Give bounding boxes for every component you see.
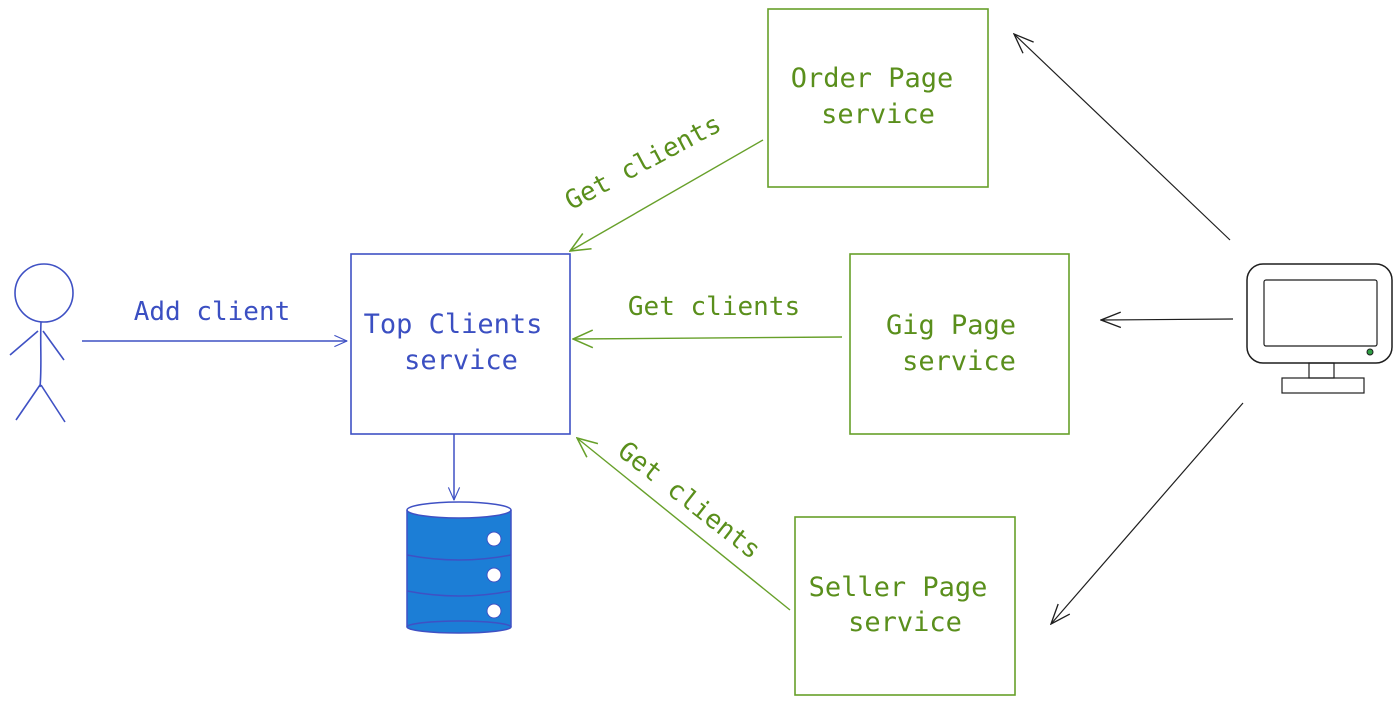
gig-get-clients-arrow bbox=[573, 337, 843, 339]
gig-page-service-line2: service bbox=[902, 346, 1016, 377]
seller-page-service-line1: Seller Page bbox=[809, 572, 988, 603]
computer-to-order-arrow bbox=[1014, 34, 1231, 241]
computer-to-gig-arrow bbox=[1101, 319, 1234, 320]
seller-page-service: Seller Page service bbox=[794, 516, 1016, 696]
order-get-clients-label: Get clients bbox=[560, 109, 726, 216]
order-get-clients-arrow bbox=[570, 139, 764, 251]
top-clients-service: Top Clients service bbox=[350, 253, 571, 435]
gig-page-service-line1: Gig Page bbox=[886, 310, 1016, 341]
top-clients-service-line1: Top Clients bbox=[364, 309, 543, 340]
seller-page-service-line2: service bbox=[848, 607, 962, 638]
order-page-service-line1: Order Page bbox=[791, 63, 954, 94]
order-page-service: Order Page service bbox=[767, 8, 989, 188]
desktop-computer-icon bbox=[1246, 263, 1393, 394]
top-clients-service-line2: service bbox=[404, 345, 518, 376]
computer-to-seller-arrow bbox=[1051, 402, 1244, 624]
add-client-label: Add client bbox=[134, 297, 291, 327]
order-page-service-line2: service bbox=[821, 99, 935, 130]
user-icon bbox=[9, 263, 74, 423]
seller-get-clients-arrow bbox=[577, 438, 791, 611]
database-icon bbox=[406, 501, 512, 634]
seller-get-clients-label: Get clients bbox=[612, 436, 766, 566]
gig-get-clients-label: Get clients bbox=[628, 292, 800, 322]
gig-page-service: Gig Page service bbox=[849, 253, 1070, 435]
